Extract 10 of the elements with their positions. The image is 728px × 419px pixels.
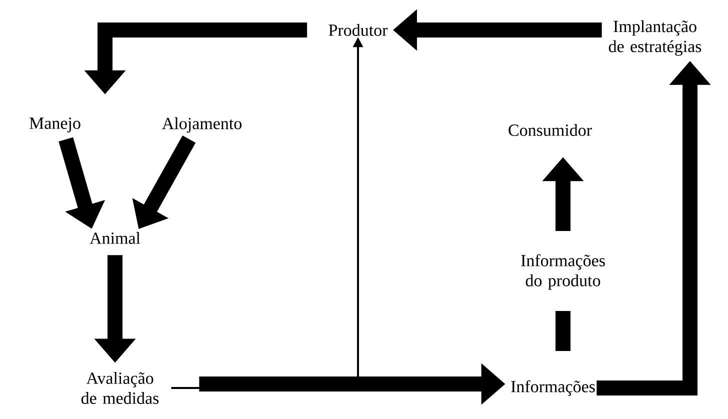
text-label: Implantação de estratégias (608, 20, 702, 56)
text-label: Informações do produto (521, 254, 605, 290)
text-label: Avaliação de medidas (81, 372, 159, 404)
text-label: Animal (90, 232, 140, 244)
connector-bar (556, 310, 570, 351)
text-label: Alojamento (162, 117, 242, 133)
text-label: Consumidor (508, 124, 592, 136)
text-label: Informações (511, 380, 595, 396)
text-label: Manejo (30, 118, 80, 132)
text-label: Produtor (328, 24, 388, 36)
